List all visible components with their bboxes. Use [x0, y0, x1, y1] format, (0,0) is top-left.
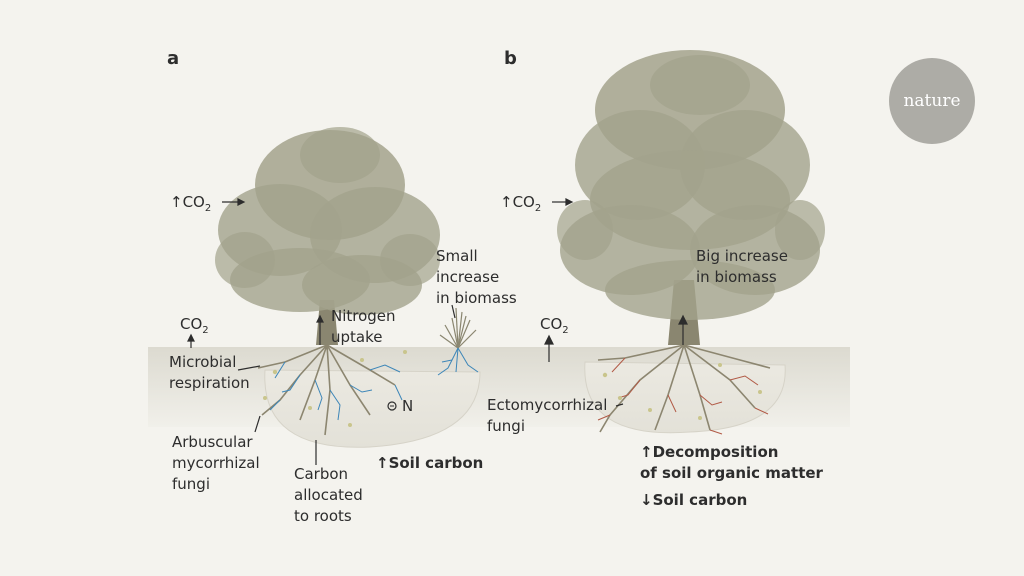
a-soil-carbon-label: ↑Soil carbon — [376, 454, 484, 472]
small-plant-roots — [437, 347, 479, 376]
panel-label-a: a — [167, 48, 180, 69]
a-nitrogen-symbol-label: N — [402, 397, 414, 415]
a-co2-out-label: CO2 — [180, 315, 209, 336]
nature-logo: nature — [889, 58, 975, 144]
arrows — [187, 198, 688, 465]
b-soil-carbon-label: ↓Soil carbon — [640, 491, 748, 509]
small-plant — [439, 307, 477, 349]
soil-bulb-b — [584, 361, 786, 434]
a-co2-in-label: ↑CO2 — [170, 193, 212, 214]
b-co2-out-label: CO2 — [540, 315, 569, 336]
arbuscular-fungi — [269, 361, 403, 421]
panel-label-b: b — [504, 48, 517, 69]
soil-particles-a — [263, 350, 407, 427]
nitrogen-symbol-circle — [387, 401, 397, 411]
b-co2-in-label: ↑CO2 — [500, 193, 542, 214]
tree-b — [557, 50, 825, 345]
soil-particles-b — [602, 363, 762, 420]
tree-a — [215, 127, 440, 345]
soil-bulb-a — [264, 369, 481, 448]
